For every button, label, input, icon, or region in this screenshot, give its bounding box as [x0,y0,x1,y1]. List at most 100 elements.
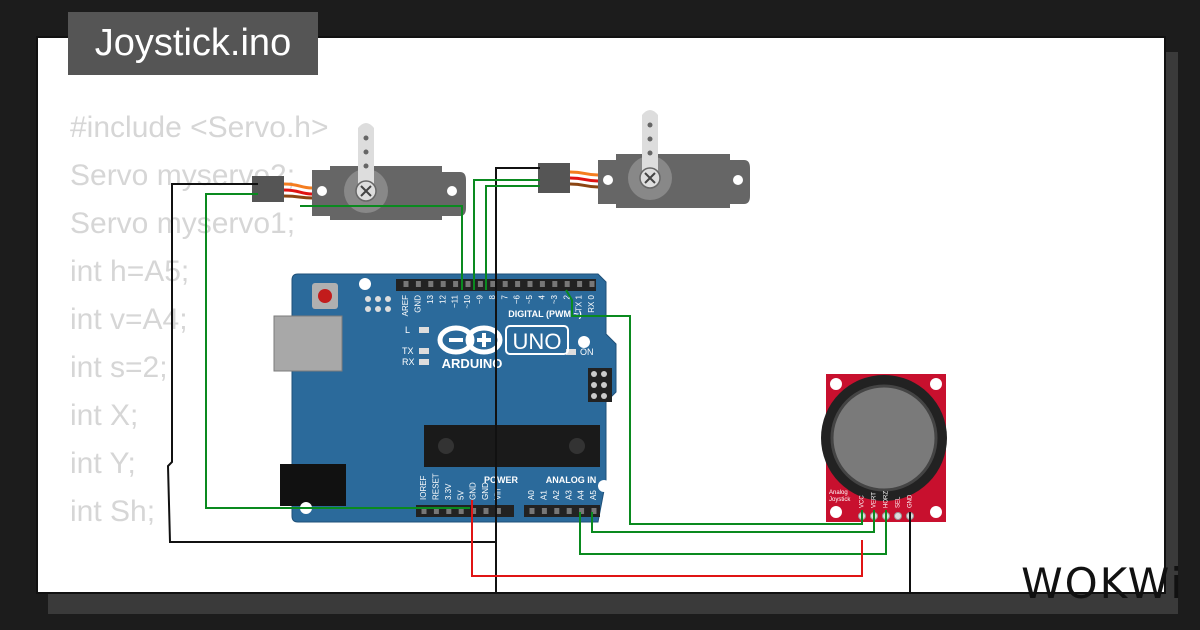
code-line: int Sh; [70,495,156,528]
header-pin[interactable] [515,281,521,287]
header-pin[interactable] [495,508,501,514]
joystick-pin[interactable] [894,512,902,520]
header-pin[interactable] [529,508,535,514]
project-title: Joystick.ino [68,12,318,75]
pin-label: 8 [488,294,497,299]
power-jack [280,464,346,506]
pin-label: TX 1 [575,294,584,311]
servo-connector [252,176,284,202]
header-pin[interactable] [539,281,545,287]
power-label: POWER [484,475,519,485]
servo-motor-2[interactable] [538,110,750,208]
tx-led-label: TX [402,346,414,356]
code-line: int h=A5; [70,255,190,288]
analog-joystick-module[interactable]: Analog Joystick VCC VERT HORZ SEL GND [821,374,947,522]
code-line: int X; [70,399,139,432]
header-pin[interactable] [502,281,508,287]
wire-black [495,167,540,592]
wire-green [300,205,463,290]
header-pin[interactable] [527,281,533,287]
pin-label: 4 [538,294,547,299]
pin-label: ~3 [550,294,559,304]
code-line: Servo myservo2; [70,159,296,192]
header-pin[interactable] [591,508,597,514]
arduino-uno-board[interactable]: UNO ARDUINO DIGITAL (PWM ~) POWER ANALOG… [273,273,617,523]
analog-label: ANALOG IN [546,475,597,485]
header-pin[interactable] [465,281,471,287]
analog-header [524,505,600,517]
rx-led-label: RX [402,357,415,367]
header-pin[interactable] [554,508,560,514]
joystick-label: Joystick [829,497,851,503]
code-line: Servo myservo1; [70,207,296,240]
pin-label: AREF [401,295,410,316]
pin-label: ~5 [525,294,534,304]
joystick-label: Analog [829,490,848,496]
wire-green [205,193,470,509]
pin-label: GND [469,482,478,500]
code-line: #include <Servo.h> [70,111,329,144]
joystick-pin-label: VERT [872,492,878,508]
pin-label: ~11 [451,294,460,308]
header-pin[interactable] [577,281,583,287]
usb-port [273,315,343,372]
pin-label: 13 [426,294,435,303]
header-pin[interactable] [471,508,477,514]
on-led-label: ON [580,347,594,357]
header-pin[interactable] [566,508,572,514]
header-pin[interactable] [415,281,421,287]
pin-label: A4 [577,490,586,500]
pin-label: ~9 [476,294,485,304]
header-pin[interactable] [564,281,570,287]
wokwi-logo: WOKWi [1021,559,1184,608]
header-pin[interactable] [433,508,439,514]
code-line: int v=A4; [70,303,188,336]
joystick-pin-label: SEL [896,496,902,508]
header-pin[interactable] [453,281,459,287]
header-pin[interactable] [403,281,409,287]
pin-label: 3.3V [444,483,453,500]
code-preview: #include <Servo.h> Servo myservo2; Servo… [70,104,329,592]
board-model-label: UNO [513,329,562,354]
wire-green [591,510,875,533]
pin-label: A3 [564,490,573,500]
pin-label: Vin [494,489,503,500]
header-pin[interactable] [440,281,446,287]
servo-connector [538,163,570,193]
header-pin[interactable] [589,281,595,287]
pin-label: GND [414,295,423,313]
pin-label: 12 [438,294,447,303]
digital-label: DIGITAL (PWM ~) [508,309,581,319]
header-pin[interactable] [579,508,585,514]
header-pin[interactable] [421,508,427,514]
wire-green [485,185,540,290]
pin-label: GND [481,482,490,500]
joystick-pin-label: GND [908,494,914,508]
pin-label: ~6 [513,294,522,304]
header-pin[interactable] [552,281,558,287]
header-pin[interactable] [483,508,489,514]
header-pin[interactable] [477,281,483,287]
header-pin[interactable] [490,281,496,287]
wire-green [565,289,863,525]
header-pin[interactable] [428,281,434,287]
pin-label: A1 [540,490,549,500]
joystick-pin-label: HORZ [884,491,890,508]
pin-label: IOREF [419,475,428,500]
joystick-pin-label: VCC [860,495,866,508]
l-led-label: L [405,325,410,335]
header-pin[interactable] [541,508,547,514]
wire-green [473,179,540,290]
arduino-logo [437,325,503,355]
header-pin[interactable] [446,508,452,514]
header-pin[interactable] [458,508,464,514]
pin-label: A2 [552,490,561,500]
joystick-knob[interactable] [830,384,938,492]
board-brand-label: ARDUINO [442,356,503,371]
wire-red [471,500,863,577]
pin-label: RX 0 [587,294,596,312]
